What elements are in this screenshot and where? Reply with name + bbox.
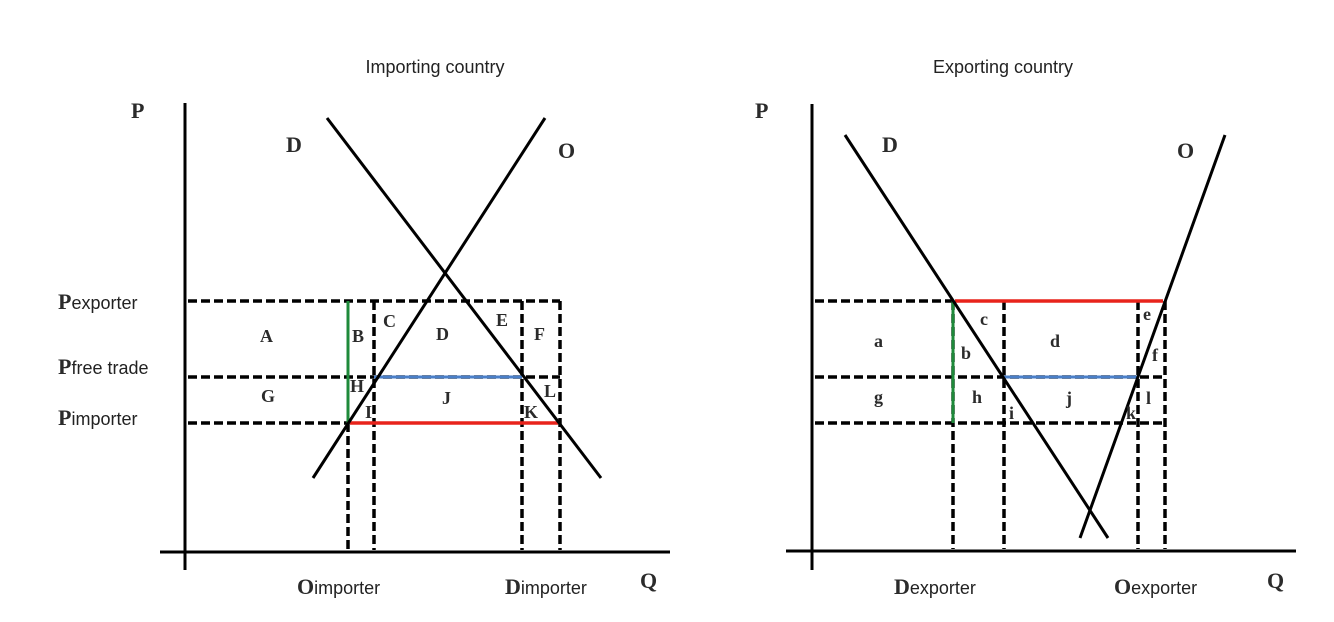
region-k: k xyxy=(1126,403,1136,423)
quantity-label-o-importer: Oimporter xyxy=(297,574,380,599)
importing-demand-label: D xyxy=(286,132,302,157)
region-J: J xyxy=(442,388,451,408)
region-A: A xyxy=(260,326,273,346)
region-a: a xyxy=(874,331,883,351)
region-F: F xyxy=(534,324,545,344)
region-l: l xyxy=(1146,388,1151,408)
region-d: d xyxy=(1050,331,1060,351)
region-K: K xyxy=(524,402,538,422)
region-E: E xyxy=(496,310,508,330)
region-B: B xyxy=(352,326,364,346)
exporting-demand-label: D xyxy=(882,132,898,157)
region-H: H xyxy=(350,376,364,396)
region-D: D xyxy=(436,324,449,344)
importing-x-axis-label: Q xyxy=(640,568,657,593)
exporting-supply-label: O xyxy=(1177,138,1194,163)
exporting-x-axis-label: Q xyxy=(1267,568,1284,593)
region-c: c xyxy=(980,309,988,329)
importing-y-axis-label: P xyxy=(131,98,144,123)
exporting-supply-curve xyxy=(1078,134,1227,539)
region-h: h xyxy=(972,387,982,407)
region-G: G xyxy=(261,386,275,406)
region-e: e xyxy=(1143,304,1151,324)
region-C: C xyxy=(383,311,396,331)
exporting-title: Exporting country xyxy=(933,57,1073,77)
price-label-p-free-trade: Pfree trade xyxy=(58,354,149,379)
importing-title: Importing country xyxy=(365,57,504,77)
exporting-demand-curve xyxy=(843,134,1110,539)
price-label-p-exporter: Pexporter xyxy=(58,289,138,314)
region-b: b xyxy=(961,343,971,363)
region-j: j xyxy=(1065,388,1072,408)
importing-supply-curve xyxy=(311,117,547,479)
region-I: I xyxy=(365,402,372,422)
region-f: f xyxy=(1152,345,1159,365)
importing-country-panel: Importing country P Q D O Pexporter Pfre… xyxy=(58,57,670,599)
exporting-y-axis-label: P xyxy=(755,98,768,123)
price-label-p-importer: Pimporter xyxy=(58,405,137,430)
quantity-label-o-exporter: Oexporter xyxy=(1114,574,1197,599)
importing-demand-curve xyxy=(325,117,603,479)
region-g: g xyxy=(874,387,883,407)
quantity-label-d-exporter: Dexporter xyxy=(894,574,976,599)
region-i: i xyxy=(1009,403,1014,423)
importing-supply-label: O xyxy=(558,138,575,163)
exporting-country-panel: Exporting country P Q D O Dexporter Oexp… xyxy=(755,57,1296,599)
region-L: L xyxy=(544,381,556,401)
quantity-label-d-importer: Dimporter xyxy=(505,574,587,599)
